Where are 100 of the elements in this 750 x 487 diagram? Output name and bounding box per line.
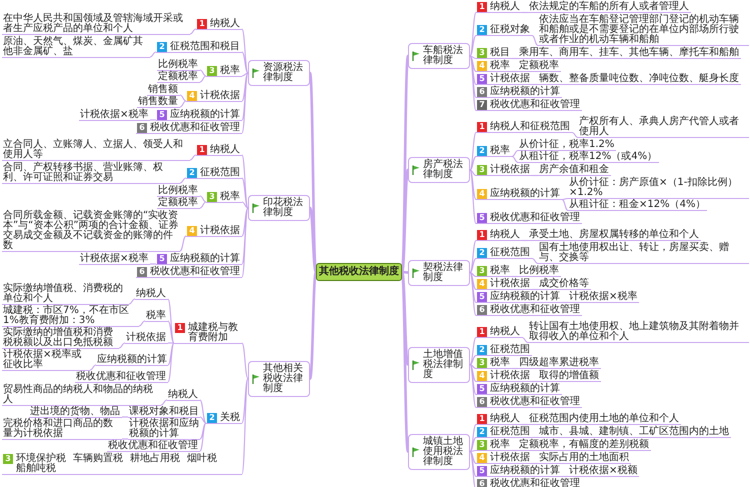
underlined-topic <box>476 188 562 200</box>
number-badge: 1 <box>197 144 207 154</box>
connector-line <box>470 170 476 224</box>
underlined-topic <box>206 412 242 424</box>
connector-line <box>470 132 476 170</box>
connector-line <box>122 416 128 418</box>
topic-label: 转让国有土地使用权、地上建筑物及其附着物并取得收入的单位和个人 <box>529 322 740 342</box>
number-badge: 3 <box>477 358 487 368</box>
number-badge: 5 <box>477 213 487 223</box>
topic-label: 税收优惠和征收管理 <box>76 372 166 382</box>
underlined-topic <box>206 190 242 202</box>
connector-line <box>128 298 136 305</box>
underlined-topic <box>476 121 572 133</box>
number-badge: 3 <box>477 266 487 276</box>
topic-label: 依法应当在车船登记管理部门登记的机动车辆和船舶或是不需要登记的在单位内部场所行驶或者作业的机动车辆和船舶 <box>539 15 740 45</box>
number-badge: 1 <box>175 322 185 332</box>
underlined-topic <box>476 212 582 224</box>
branch-topic-box <box>248 195 310 221</box>
connector-line <box>190 154 196 161</box>
number-badge: 2 <box>477 25 487 35</box>
number-badge: 3 <box>207 192 217 202</box>
underlined-topic <box>476 265 512 277</box>
connector-line <box>242 28 248 74</box>
branch-topic-box <box>408 346 470 382</box>
number-badge: 5 <box>157 254 167 264</box>
connector-line <box>532 380 538 382</box>
topic-label: 依法规定的车船的所有人或者管理人 <box>529 2 689 12</box>
connector-line <box>522 240 528 242</box>
topic-label: 车辆购置税 <box>73 454 123 464</box>
number-badge: 1 <box>477 230 487 240</box>
underlined-topic <box>476 304 582 316</box>
connector-line <box>522 336 528 344</box>
topic-label: 取得的增值额 <box>539 371 599 381</box>
underlined-topic <box>476 24 532 36</box>
number-badge: 4 <box>187 90 197 100</box>
connector-line <box>242 72 248 134</box>
connector-line <box>470 364 476 408</box>
underlined-topic <box>476 60 512 72</box>
underlined-topic <box>186 166 242 178</box>
topic-label: 应纳税额的计算 <box>490 87 560 97</box>
connector-line <box>242 208 248 278</box>
topic-label: 税收优惠和征收管理 <box>490 397 580 407</box>
underlined-topic <box>476 247 532 259</box>
connector-line <box>470 12 476 56</box>
underlined-topic <box>476 99 582 111</box>
topic-label: 征税范围 <box>200 168 240 178</box>
underlined-topic <box>186 90 242 102</box>
underlined-topic <box>476 145 512 157</box>
topic-label: 定额税率 <box>158 198 198 208</box>
connector-line <box>470 56 476 98</box>
connector-line <box>150 263 156 265</box>
connector-line <box>118 342 126 349</box>
connector-line <box>470 437 476 452</box>
connector-line <box>470 240 476 273</box>
topic-label: 定额税率 <box>158 72 198 82</box>
topic-label: 纳税人 <box>490 230 520 240</box>
topic-label: 征税对象 <box>490 25 530 35</box>
number-badge: 6 <box>477 87 487 97</box>
number-badge: 7 <box>477 100 487 110</box>
connector-line <box>512 450 518 452</box>
connector-line <box>470 451 476 464</box>
number-badge: 6 <box>137 266 147 276</box>
connector-line <box>242 154 248 208</box>
connector-line <box>470 451 476 487</box>
connector-line <box>200 422 206 452</box>
number-badge: 2 <box>477 146 487 156</box>
connector-line <box>512 368 518 370</box>
connector-line <box>470 364 476 382</box>
topic-label: 国有土地使用权出让、转让，房屋买卖、赠与、交换等 <box>539 243 730 263</box>
number-badge: 3 <box>3 454 13 464</box>
underlined-topic <box>476 326 522 338</box>
connector-line <box>470 56 476 72</box>
underlined-topic <box>2 452 242 474</box>
topic-label: 乘用车、商用车、挂车、其他车辆、摩托车和船舶 <box>519 48 739 58</box>
branch-topic-box <box>408 434 470 470</box>
connector-line <box>512 70 518 72</box>
number-badge: 2 <box>157 42 167 52</box>
underlined-topic <box>2 418 122 440</box>
topic-label: 计税依据 <box>126 332 166 342</box>
topic-label: 计税依据 <box>490 279 530 289</box>
topic-label: 资源税法律制度 <box>263 63 304 83</box>
underlined-topic <box>476 73 532 85</box>
topic-label: 从租计征，税率12%（或4%） <box>519 152 658 162</box>
topic-label: 计税依据 <box>490 74 530 84</box>
topic-label: 计税依据×税率 <box>80 110 148 120</box>
topic-label: 从价计征：房产原值×（1-扣除比例）×1.2% <box>569 178 738 198</box>
topic-label: 应纳税额的计算 <box>490 292 560 302</box>
number-badge: 4 <box>477 189 487 199</box>
connector-line <box>522 12 528 14</box>
topic-label: 烟叶税 <box>187 454 217 464</box>
topic-label: 在中华人民共和国领域及管辖海域开采或者生产应税产品的单位和个人 <box>3 14 184 34</box>
number-badge: 3 <box>477 48 487 58</box>
connector-line <box>138 320 146 327</box>
connector-line <box>532 84 538 86</box>
underlined-topic <box>156 252 242 264</box>
underlined-topic <box>206 64 242 76</box>
number-badge: 2 <box>477 248 487 258</box>
connector-line <box>512 150 518 158</box>
underlined-topic <box>476 47 512 59</box>
topic-label: 税收优惠和征收管理 <box>150 266 240 276</box>
